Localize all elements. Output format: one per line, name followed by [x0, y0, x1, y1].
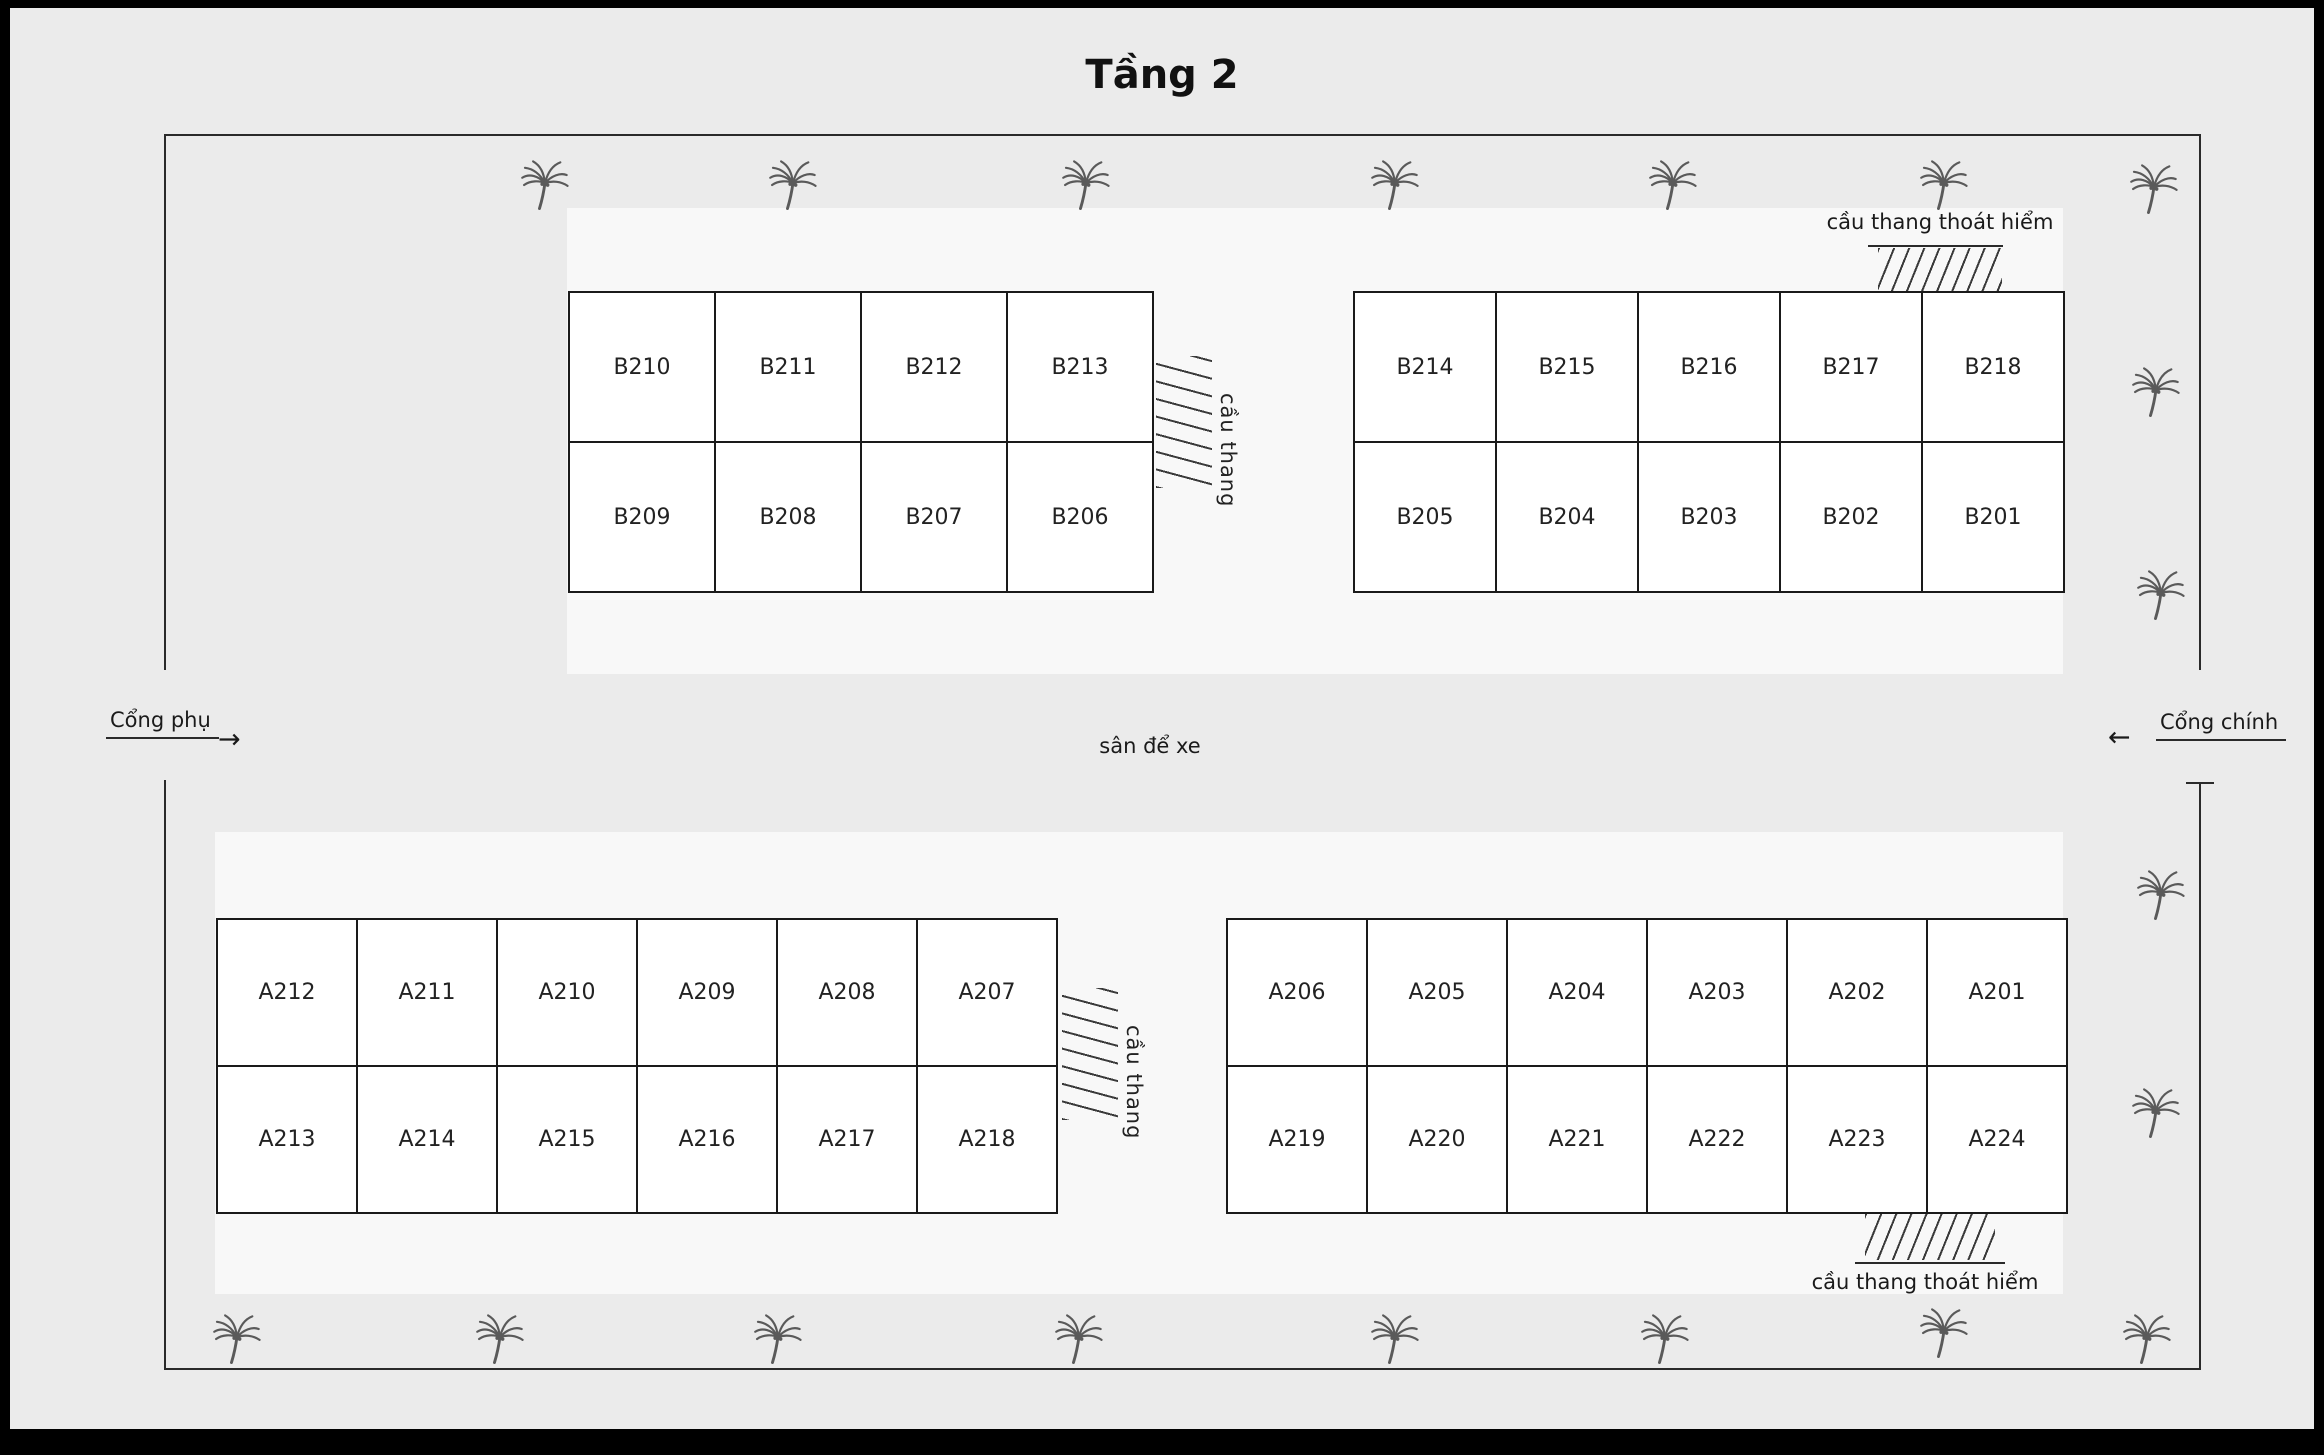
emergency-stair-top-label: cầu thang thoát hiểm — [1826, 210, 2054, 234]
room-cell: A212 — [218, 920, 358, 1067]
room-cell: B202 — [1781, 443, 1923, 593]
room-cell: B201 — [1923, 443, 2065, 593]
page-title: Tầng 2 — [1085, 52, 1239, 98]
room-cell: B205 — [1355, 443, 1497, 593]
stair-a-hatch — [1062, 988, 1118, 1120]
room-cell: A208 — [778, 920, 918, 1067]
stair-a-label: cầu thang — [1122, 1024, 1146, 1140]
room-cell: B203 — [1639, 443, 1781, 593]
stair-b-hatch — [1156, 356, 1212, 488]
room-cell: A203 — [1648, 920, 1788, 1067]
boundary-left-line-lower — [164, 780, 166, 1370]
room-cell: A204 — [1508, 920, 1648, 1067]
room-cell: A201 — [1928, 920, 2068, 1067]
room-cell: B215 — [1497, 293, 1639, 443]
boundary-right-line-lower — [2199, 784, 2201, 1370]
side-gate-arrow-icon: → — [218, 724, 241, 755]
room-cell: A218 — [918, 1067, 1058, 1214]
palm-tree-icon — [2131, 566, 2189, 624]
room-cell: A206 — [1228, 920, 1368, 1067]
building-a-right-grid: A206 A205 A204 A203 A202 A201 A219 A220 … — [1226, 918, 2068, 1214]
main-gate-arrow-icon: ← — [2108, 722, 2131, 753]
palm-tree-icon — [470, 1310, 528, 1368]
palm-tree-icon — [1365, 156, 1423, 214]
emergency-stair-bottom-rule — [1855, 1262, 2005, 1264]
palm-tree-icon — [2126, 1084, 2184, 1142]
palm-tree-icon — [748, 1310, 806, 1368]
palm-tree-icon — [1914, 1304, 1972, 1362]
room-cell: A202 — [1788, 920, 1928, 1067]
palm-tree-icon — [1056, 156, 1114, 214]
palm-tree-icon — [763, 156, 821, 214]
room-cell: A213 — [218, 1067, 358, 1214]
room-cell: A215 — [498, 1067, 638, 1214]
boundary-bottom-line — [165, 1368, 2201, 1370]
parking-yard-label: sân để xe — [1099, 734, 1201, 758]
stair-b-label: cầu thang — [1216, 392, 1240, 508]
room-cell: A214 — [358, 1067, 498, 1214]
main-gate-label: Cổng chính — [2156, 710, 2287, 741]
room-cell: B218 — [1923, 293, 2065, 443]
room-cell: A205 — [1368, 920, 1508, 1067]
room-cell: B208 — [716, 443, 862, 593]
room-cell: A219 — [1228, 1067, 1368, 1214]
room-cell: B209 — [570, 443, 716, 593]
palm-tree-icon — [2126, 363, 2184, 421]
room-cell: A220 — [1368, 1067, 1508, 1214]
palm-tree-icon — [2124, 160, 2182, 218]
room-cell: B211 — [716, 293, 862, 443]
boundary-top-line — [165, 134, 2201, 136]
emergency-stair-bottom-hatch — [1865, 1214, 1995, 1260]
boundary-right-line-upper — [2199, 134, 2201, 670]
room-cell: B212 — [862, 293, 1008, 443]
side-gate-label: Cổng phụ — [106, 708, 219, 739]
palm-tree-icon — [1635, 1310, 1693, 1368]
room-cell: A217 — [778, 1067, 918, 1214]
room-cell: B210 — [570, 293, 716, 443]
emergency-stair-top-hatch — [1878, 248, 2002, 291]
building-a-left-grid: A212 A211 A210 A209 A208 A207 A213 A214 … — [216, 918, 1058, 1214]
room-cell: B217 — [1781, 293, 1923, 443]
room-cell: A222 — [1648, 1067, 1788, 1214]
room-cell: B204 — [1497, 443, 1639, 593]
room-cell: A210 — [498, 920, 638, 1067]
palm-tree-icon — [515, 156, 573, 214]
room-cell: B206 — [1008, 443, 1154, 593]
room-cell: B213 — [1008, 293, 1154, 443]
room-cell: A221 — [1508, 1067, 1648, 1214]
room-cell: B216 — [1639, 293, 1781, 443]
palm-tree-icon — [1914, 156, 1972, 214]
room-cell: A211 — [358, 920, 498, 1067]
palm-tree-icon — [1365, 1310, 1423, 1368]
room-cell: A207 — [918, 920, 1058, 1067]
room-cell: A223 — [1788, 1067, 1928, 1214]
emergency-stair-top-rule — [1868, 245, 2003, 247]
room-cell: B214 — [1355, 293, 1497, 443]
room-cell: B207 — [862, 443, 1008, 593]
building-b-left-grid: B210 B211 B212 B213 B209 B208 B207 B206 — [568, 291, 1154, 593]
palm-tree-icon — [2117, 1310, 2175, 1368]
palm-tree-icon — [2131, 866, 2189, 924]
building-b-right-grid: B214 B215 B216 B217 B218 B205 B204 B203 … — [1353, 291, 2065, 593]
palm-tree-icon — [1643, 156, 1701, 214]
room-cell: A216 — [638, 1067, 778, 1214]
palm-tree-icon — [1049, 1310, 1107, 1368]
palm-tree-icon — [207, 1310, 265, 1368]
room-cell: A209 — [638, 920, 778, 1067]
boundary-left-line-upper — [164, 134, 166, 670]
emergency-stair-bottom-label: cầu thang thoát hiểm — [1811, 1270, 2039, 1294]
room-cell: A224 — [1928, 1067, 2068, 1214]
boundary-right-cap — [2186, 782, 2214, 784]
